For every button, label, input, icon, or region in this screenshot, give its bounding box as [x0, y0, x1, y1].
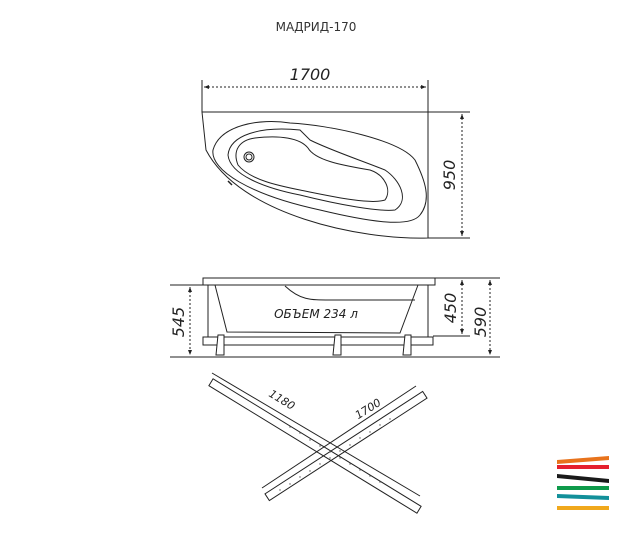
drain-icon — [243, 151, 255, 163]
length-label: 1700 — [290, 65, 331, 84]
frame-bars: 1180 1700 — [208, 372, 428, 514]
top-view: 1700 950 — [201, 65, 470, 239]
bowl-depth-label: 450 — [441, 293, 460, 324]
height-max-label: 590 — [471, 307, 490, 338]
model-title: МАДРИД-170 — [276, 20, 357, 34]
height-total-label: 545 — [169, 307, 188, 338]
side-view: 545 450 590 ОБЪЕМ 234 л — [169, 277, 500, 358]
tub-outline — [201, 111, 429, 239]
width-label: 950 — [440, 160, 459, 191]
bar-short-label: 1180 — [266, 387, 297, 413]
volume-label: ОБЪЕМ 234 л — [274, 307, 358, 321]
brand-logo — [557, 456, 609, 510]
frame-bar-short — [264, 390, 428, 502]
frame-bar-long — [208, 378, 422, 514]
